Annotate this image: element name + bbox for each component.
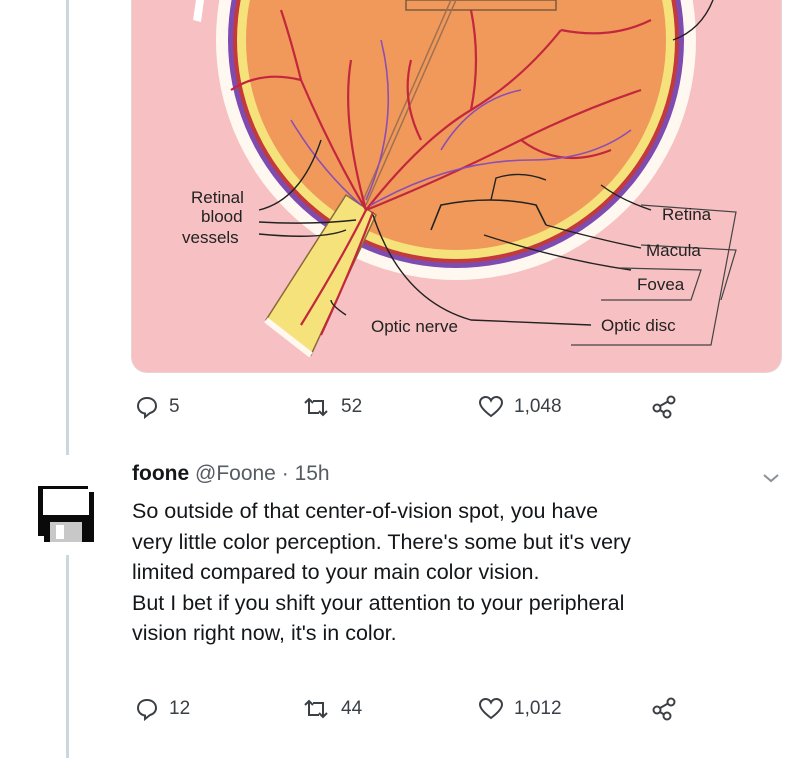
tweet2-reply-button[interactable]: 12 — [135, 697, 190, 721]
share-icon — [652, 395, 676, 419]
retinal-vessels — [230, 9, 652, 336]
tweet1-retweet-button[interactable]: 52 — [301, 395, 362, 419]
tweet2-header: foone @Foone · 15h — [132, 462, 330, 486]
label-frames — [571, 204, 737, 346]
thread-line-bottom — [66, 555, 69, 758]
retinal-veins — [290, 39, 632, 206]
tweet-options-caret[interactable] — [760, 470, 782, 486]
tweet2-retweet-button[interactable]: 44 — [301, 697, 362, 721]
label-optic-disc: Optic disc — [601, 316, 676, 335]
author-name[interactable]: foone — [132, 462, 190, 485]
tweet2-share-button[interactable] — [651, 697, 679, 721]
tweet1-reply-button[interactable]: 5 — [135, 395, 180, 419]
share-icon — [652, 697, 676, 721]
tweet1-share-button[interactable] — [651, 395, 679, 419]
axis-line — [360, 0, 452, 206]
tweet1-action-bar: 5 52 1,048 — [131, 395, 691, 425]
tweet-line: So outside of that center-of-vision spot… — [132, 499, 599, 523]
floppy-disk-avatar[interactable] — [36, 484, 96, 544]
label-retinal-1: Retinal — [191, 188, 244, 207]
tweet-line: vision right now, it's in color. — [132, 621, 397, 645]
lens-outline — [405, 0, 557, 11]
tweet2-retweet-count: 44 — [341, 698, 363, 719]
author-handle[interactable]: @Foone — [195, 462, 276, 485]
tweet-line: limited compared to your main color visi… — [132, 560, 540, 584]
leader-lines — [258, 0, 714, 326]
tweet2-action-bar: 12 44 1,012 — [131, 697, 691, 727]
tweet1-like-count: 1,048 — [514, 396, 562, 417]
header-separator: · — [281, 462, 289, 485]
retweet-icon — [304, 397, 328, 417]
tweet1-like-button[interactable]: 1,048 — [478, 395, 562, 419]
tweet-line: But I bet if you shift your attention to… — [132, 590, 625, 615]
tweet2-reply-count: 12 — [169, 698, 191, 719]
tweet-media-eye-diagram[interactable]: Retinal blood vessels Retina Macula Fove… — [131, 0, 782, 373]
thread-line-top — [66, 0, 69, 455]
label-retinal-2: blood — [201, 207, 243, 226]
macula-bracket — [430, 199, 547, 231]
tweet1-reply-count: 5 — [169, 396, 180, 417]
heart-icon — [478, 395, 504, 418]
heart-icon — [478, 697, 504, 720]
tweet-line: very little color perception. There's so… — [132, 529, 631, 554]
tweet2-like-button[interactable]: 1,012 — [478, 697, 562, 721]
macula-pointer — [490, 173, 547, 201]
eye-diagram: Retinal blood vessels Retina Macula Fove… — [132, 0, 781, 372]
label-macula: Macula — [646, 241, 701, 260]
label-retina: Retina — [662, 205, 712, 224]
label-retinal-3: vessels — [182, 228, 239, 247]
tweet-timestamp[interactable]: 15h — [294, 462, 330, 485]
tweet1-retweet-count: 52 — [341, 396, 363, 417]
reply-icon — [136, 698, 158, 721]
chevron-down-icon — [763, 474, 779, 483]
tweet2-like-count: 1,012 — [514, 698, 562, 719]
floppy-disk-icon — [38, 486, 94, 542]
retweet-icon — [304, 699, 328, 719]
tweet2-text: So outside of that center-of-vision spot… — [132, 496, 782, 649]
axis-line-2 — [365, 0, 457, 206]
reply-icon — [136, 396, 158, 419]
label-fovea: Fovea — [637, 275, 685, 294]
label-optic-nerve: Optic nerve — [371, 317, 458, 336]
figure-fragment — [193, 0, 204, 22]
nerve-sheath — [264, 317, 313, 358]
